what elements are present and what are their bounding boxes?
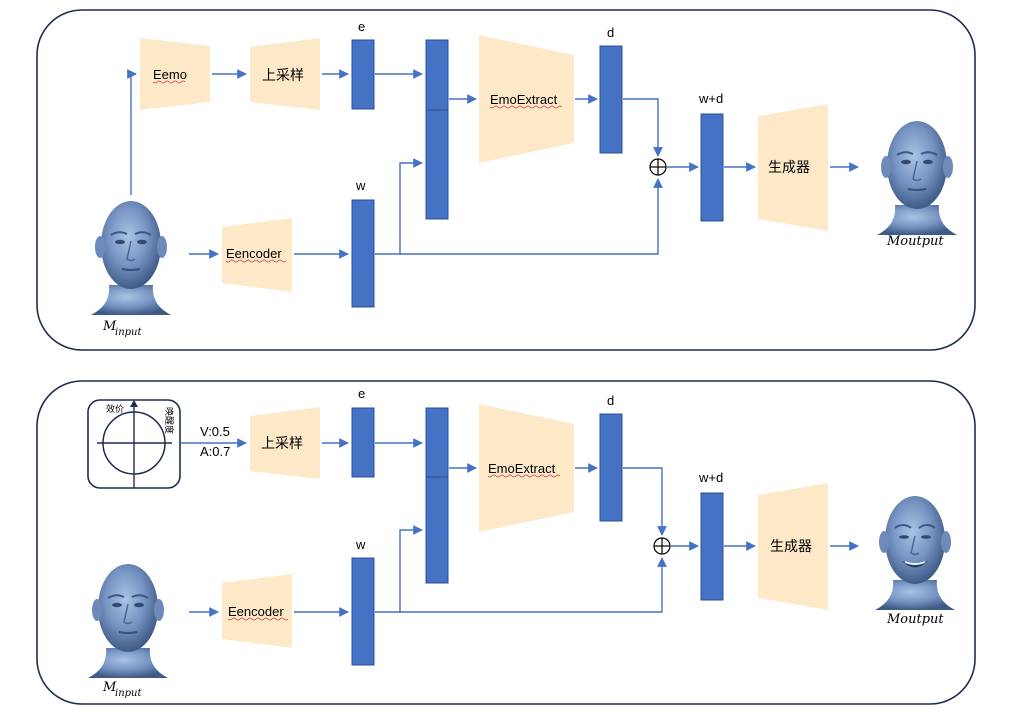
output-label: Moutput xyxy=(886,234,944,249)
generator-block-2: 生成器 xyxy=(758,483,828,610)
e-block xyxy=(351,39,375,110)
upsample-block: 上采样 xyxy=(250,38,320,110)
panel-1-frame xyxy=(36,9,976,351)
eencoder-label-2: Eencoder xyxy=(228,604,284,619)
add-operator xyxy=(649,158,667,176)
input-label-main: M xyxy=(102,319,117,334)
e-label-2: e xyxy=(358,386,365,401)
concat-block-bottom-2 xyxy=(425,476,449,584)
concat-block-top-2 xyxy=(425,407,449,478)
generator-label: 生成器 xyxy=(768,160,810,176)
w-label-2: w xyxy=(355,537,366,552)
arousal-axis-label: 唤醒度 xyxy=(163,407,175,434)
eemo-label: Eemo xyxy=(153,67,187,82)
d-label: d xyxy=(607,25,614,40)
valence-arousal-widget: 效价 唤醒度 xyxy=(87,399,181,489)
input-face-image xyxy=(90,200,172,316)
valence-axis-label: 效价 xyxy=(106,403,124,415)
generator-label-2: 生成器 xyxy=(770,539,812,555)
eencoder-block: Eencoder xyxy=(222,218,292,292)
e-label: e xyxy=(358,19,365,34)
v-value: V:0.5 xyxy=(200,424,230,439)
emoextract-block: EmoExtract xyxy=(479,35,574,163)
output-label-2: Moutput xyxy=(886,612,944,627)
upsample-block-2: 上采样 xyxy=(250,407,320,479)
input-label-main-2: M xyxy=(102,680,117,695)
eencoder-block-2: Eencoder xyxy=(222,574,292,648)
emoextract-label: EmoExtract xyxy=(490,92,558,107)
w-block xyxy=(351,199,375,308)
e-block-2 xyxy=(351,407,375,478)
output-face-image-2 xyxy=(874,495,956,611)
d-block xyxy=(599,45,623,154)
add-operator-2 xyxy=(653,537,671,555)
d-block-2 xyxy=(599,413,623,522)
concat-block-bottom xyxy=(425,109,449,220)
wd-label: w+d xyxy=(698,91,723,106)
upsample-label: 上采样 xyxy=(262,68,304,84)
eemo-encoder: Eemo xyxy=(140,38,210,110)
wd-block-2 xyxy=(700,492,724,601)
wd-block xyxy=(700,113,724,222)
d-label-2: d xyxy=(607,393,614,408)
emoextract-block-2: EmoExtract xyxy=(479,404,574,532)
generator-block: 生成器 xyxy=(758,104,828,231)
upsample-label-2: 上采样 xyxy=(261,436,303,452)
emoextract-label-2: EmoExtract xyxy=(488,461,556,476)
input-face-image-2 xyxy=(87,563,169,679)
eencoder-label: Eencoder xyxy=(226,246,282,261)
panel-2-connectors xyxy=(181,438,859,617)
input-label-sub: input xyxy=(115,327,142,338)
w-label: w xyxy=(355,178,366,193)
a-value: A:0.7 xyxy=(200,444,230,459)
panel-1-connectors xyxy=(127,69,859,259)
output-face-image xyxy=(876,120,958,236)
w-block-2 xyxy=(351,557,375,666)
concat-block-top xyxy=(425,39,449,111)
input-label-sub-2: input xyxy=(115,688,142,699)
panel-2-frame xyxy=(36,380,976,705)
wd-label-2: w+d xyxy=(698,470,723,485)
